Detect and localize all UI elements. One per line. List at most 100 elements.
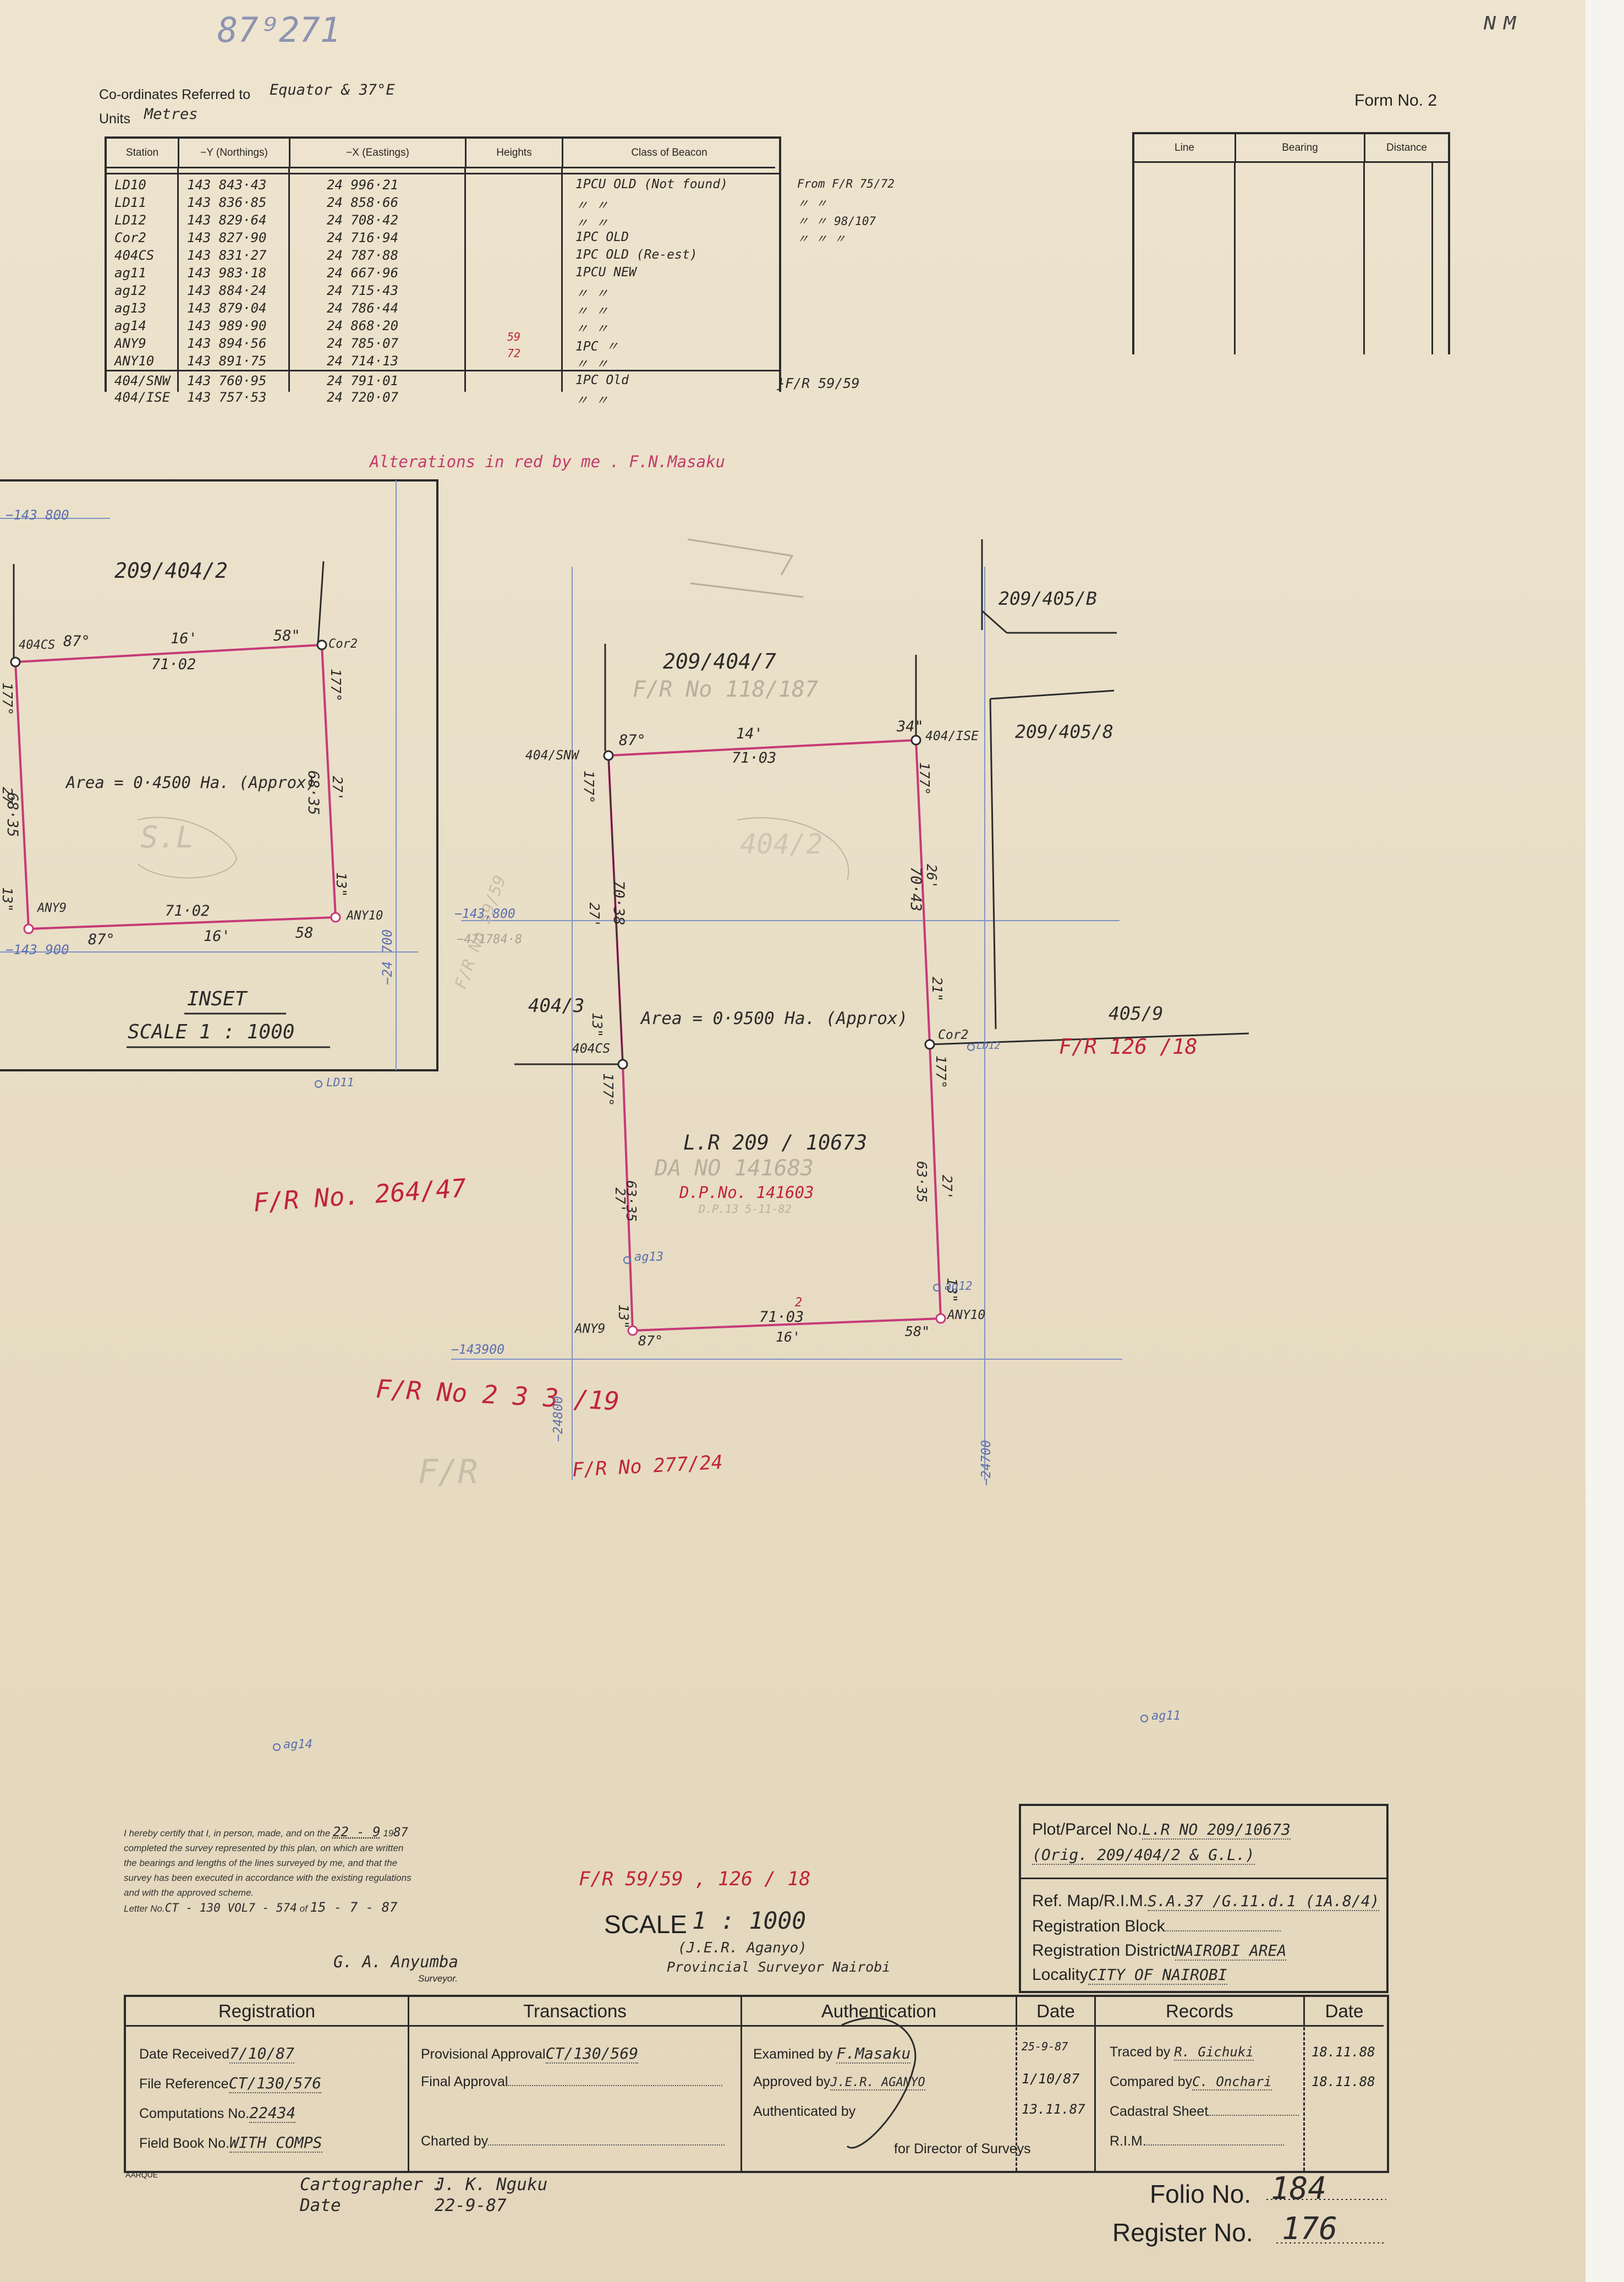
inset-beacon-any10 [330,912,341,923]
beacon-cor2 [924,1039,935,1050]
compared-date: 18.11.88 [1312,2074,1375,2089]
register-label: Register No. [1112,2218,1253,2247]
cell-east: 24 868·20 [327,318,399,333]
cell-station: ag13 [114,300,146,316]
inset-right-bearing-min: 27' [330,776,345,801]
cell-east: 24 996·21 [327,177,399,193]
bottom-distance: 71·03 [759,1309,804,1326]
cell-north: 143 891·75 [187,353,267,369]
locality-label: Locality [1032,1966,1088,1984]
inset-parcel-above: 209/404/2 [114,559,228,583]
faint-coordinate: −471784·8 [457,933,523,946]
printer-mark: AARQUE [125,2170,158,2179]
cell-east: 24 715·43 [327,283,399,298]
lower-right-distance: 63·35 [914,1161,930,1203]
header-records: Records [1096,1997,1305,2027]
upper-left-bearing-deg: 177° [581,770,597,804]
file-ref-value: CT/130/576 [228,2074,322,2093]
register-value: 176 [1282,2211,1338,2247]
approved-label: Approved by [753,2074,831,2089]
row-rule [107,370,779,371]
registration-table: Registration Transactions Authentication… [124,1995,1389,2173]
bracket-note: }F/R 59/59 [777,375,860,391]
station-ld12: LD12 [976,1040,1001,1052]
compared-value: C. Onchari [1192,2074,1272,2091]
cell-note: 〃 〃 [797,197,827,210]
ref-label: Ref. Map/R.I.M. [1032,1892,1148,1910]
col-rule [1363,163,1365,354]
cell-east: 24 667·96 [327,265,399,281]
inset-top-bearing-deg: 87° [63,633,90,650]
top-distance: 71·03 [732,749,777,767]
bottom-bearing-sec: 58" [905,1323,930,1339]
station-ag11-marker [1140,1715,1148,1722]
col-rule [1094,1997,1096,2171]
header-line: Line [1134,134,1236,163]
header-northings: −Y (Northings) [179,139,290,168]
easting-24700: −24700 [979,1440,994,1486]
upper-right-bearing-sec: 21" [929,977,945,1002]
cert-line-3: the bearings and lengths of the lines su… [124,1858,398,1868]
cell-north: 143 884·24 [187,283,267,298]
charted-line [488,2144,725,2146]
upper-left-bearing-sec: 13" [589,1013,605,1038]
panel-rule [1021,1878,1386,1879]
upper-right-bearing-deg: 177° [917,762,932,796]
cell-station: ANY9 [114,336,146,351]
file-ref-label: File Reference [139,2076,229,2092]
cell-station: 404CS [114,248,155,263]
cell-north: 143 983·18 [187,265,267,281]
cert-line-4: survey has been executed in accordance w… [124,1873,412,1883]
corner-cor2: Cor2 [938,1028,969,1042]
plot-label: Plot/Parcel No. [1032,1820,1143,1838]
authenticated-label: Authenticated by [753,2104,856,2119]
plot-value: L.R NO 209/10673 [1142,1820,1291,1840]
station-ag13-marker [623,1256,631,1264]
fr-59-126: F/R 59/59 , 126 / 18 [579,1868,811,1890]
inset-frame [0,479,438,1071]
col-rule [464,168,466,392]
upper-right-bearing-min: 26' [924,864,940,889]
cell-station: ANY10 [114,353,155,369]
surveyor-label: Surveyor. [418,1973,458,1984]
cell-station: 404/ISE [114,390,171,405]
header-distance: Distance [1365,134,1448,163]
boundary-line-405-9 [929,1032,1249,1046]
cell-east: 24 787·88 [327,248,399,263]
inset-northing-bottom: −143 900 [6,942,69,957]
field-book-value: WITH COMPS [229,2133,322,2153]
header-transactions: Transactions [409,1997,742,2027]
inset-sl: S.L [140,820,194,855]
pencil-scribble [737,817,849,881]
main-area: Area = 0·9500 Ha. (Approx) [641,1009,908,1028]
district-label: Registration District [1032,1941,1176,1960]
inset-boundary-line [317,561,325,644]
cell-beacon: 1PC OLD (Re-est) [575,248,698,262]
bottom-bearing-deg: 87° [638,1333,663,1349]
corner-404-snw: 404/SNW [525,748,579,763]
inset-right-bearing-sec: 13" [333,872,349,898]
charted-label: Charted by [421,2133,489,2149]
station-ag12: ag12 [945,1279,973,1293]
cell-north: 143 843·43 [187,177,267,193]
cell-beacon: 〃 〃 [575,393,608,408]
ghost-fr-bottom: F/R [418,1453,478,1491]
alterations-note: Alterations in red by me . F.N.Masaku [370,452,726,471]
lower-right-bearing-min: 27' [939,1175,955,1200]
inset-bottom-distance: 71·02 [165,902,210,920]
beacon-any9 [627,1325,638,1336]
corner-any9: ANY9 [575,1322,606,1336]
inset-beacon-404cs [10,656,21,667]
computations-value: 22434 [249,2104,296,2123]
cert-date: 22 - 9 [332,1824,381,1840]
easting-24800: −24800 [551,1396,566,1442]
